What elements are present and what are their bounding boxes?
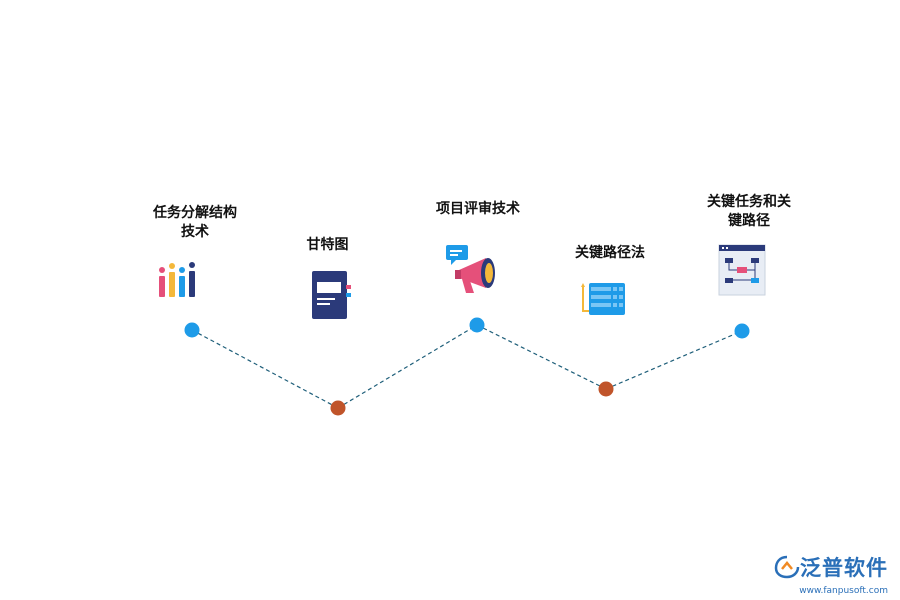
step-node-4 bbox=[598, 381, 614, 397]
brand-url: www.fanpusoft.com bbox=[799, 586, 888, 596]
step-node-5 bbox=[734, 323, 750, 339]
megaphone-icon bbox=[446, 245, 495, 293]
step-label-line: 项目评审技术 bbox=[436, 201, 520, 217]
step-node-3 bbox=[469, 317, 485, 333]
brand-logo: 泛普软件 bbox=[774, 552, 888, 582]
connector-line bbox=[337, 324, 478, 409]
brand-logo-icon bbox=[774, 555, 800, 579]
step-label-line: 关键任务和关 bbox=[707, 194, 791, 210]
flowchart-window-icon bbox=[718, 244, 766, 296]
step-label-line: 关键路径法 bbox=[575, 245, 645, 261]
step-label-5: 关键任务和关 键路径 bbox=[690, 193, 808, 231]
connector-line bbox=[476, 324, 607, 390]
bar-chart-icon bbox=[159, 262, 195, 297]
step-label-4: 关键路径法 bbox=[560, 244, 660, 263]
connector-lines bbox=[191, 324, 743, 409]
server-list-icon bbox=[581, 283, 625, 315]
step-node-1 bbox=[184, 322, 200, 338]
step-label-line: 任务分解结构 bbox=[153, 205, 237, 221]
brand-logo-text: 泛普软件 bbox=[800, 556, 888, 580]
step-label-3: 项目评审技术 bbox=[423, 200, 533, 219]
step-label-line: 甘特图 bbox=[306, 237, 349, 253]
step-node-2 bbox=[330, 400, 346, 416]
connector-line bbox=[605, 330, 743, 390]
step-label-2: 甘特图 bbox=[290, 236, 365, 255]
step-label-1: 任务分解结构 技术 bbox=[140, 204, 250, 242]
notebook-icon bbox=[312, 271, 351, 319]
connector-line bbox=[191, 329, 339, 409]
step-label-line: 键路径 bbox=[728, 213, 770, 229]
step-label-line: 技术 bbox=[181, 224, 209, 240]
